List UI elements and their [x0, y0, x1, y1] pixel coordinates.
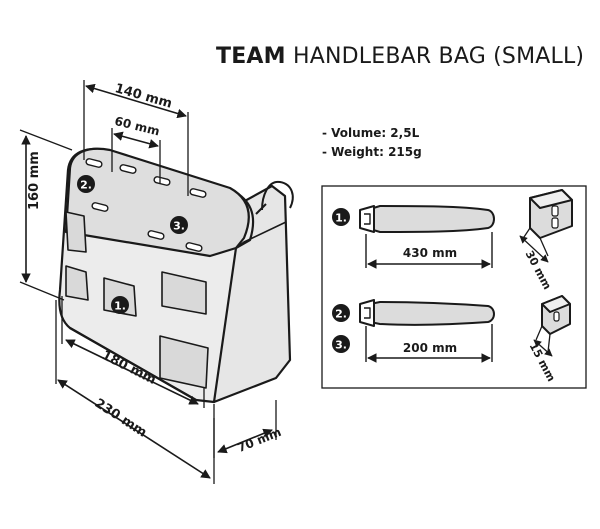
- marker-1-strap: 1.: [332, 208, 350, 226]
- strap-short: [359, 299, 495, 327]
- brand-name: TEAM: [216, 44, 286, 69]
- marker-3-bag: 3.: [170, 216, 188, 234]
- strap-short-length-label: 200 mm: [403, 341, 457, 355]
- bag-illustration: [58, 147, 294, 404]
- product-title: TEAM HANDLEBAR BAG (SMALL): [216, 44, 584, 69]
- strap-short-thickness-label: 15 mm: [527, 340, 558, 383]
- svg-text:1.: 1.: [114, 300, 126, 313]
- svg-text:2.: 2.: [80, 179, 92, 192]
- bag-handle: [261, 180, 294, 211]
- svg-text:3.: 3.: [173, 220, 185, 233]
- straps-panel: [321, 185, 587, 389]
- marker-3-strap: 3.: [332, 335, 350, 353]
- marker-2-bag: 2.: [77, 175, 95, 193]
- strap-long: [359, 205, 495, 233]
- spec-volume: - Volume: 2,5L: [322, 126, 420, 140]
- strap-long-thickness-label: 30 mm: [523, 248, 554, 291]
- dim-230-label: 230 mm: [92, 396, 149, 441]
- dim-70-label: 70 mm: [235, 425, 283, 455]
- dim-140-label: 140 mm: [113, 81, 174, 112]
- bag-lid: [64, 147, 250, 258]
- dim-160-label: 160 mm: [27, 151, 42, 210]
- marker-2-strap: 2.: [332, 304, 350, 322]
- strap-long-profile: [529, 189, 573, 239]
- marker-1-bag: 1.: [111, 296, 129, 314]
- bag-dimensions: [19, 80, 277, 484]
- spec-weight: - Weight: 215g: [322, 145, 422, 159]
- strap-long-length-label: 430 mm: [403, 246, 457, 260]
- dim-60-label: 60 mm: [113, 114, 161, 139]
- strap-short-profile: [541, 295, 571, 335]
- svg-text:2.: 2.: [335, 308, 347, 321]
- lid-slots: [85, 158, 207, 252]
- svg-text:1.: 1.: [335, 212, 347, 225]
- product-name: HANDLEBAR BAG (SMALL): [292, 44, 585, 69]
- svg-text:3.: 3.: [335, 339, 347, 352]
- spec-list: - Volume: 2,5L - Weight: 215g: [322, 124, 422, 162]
